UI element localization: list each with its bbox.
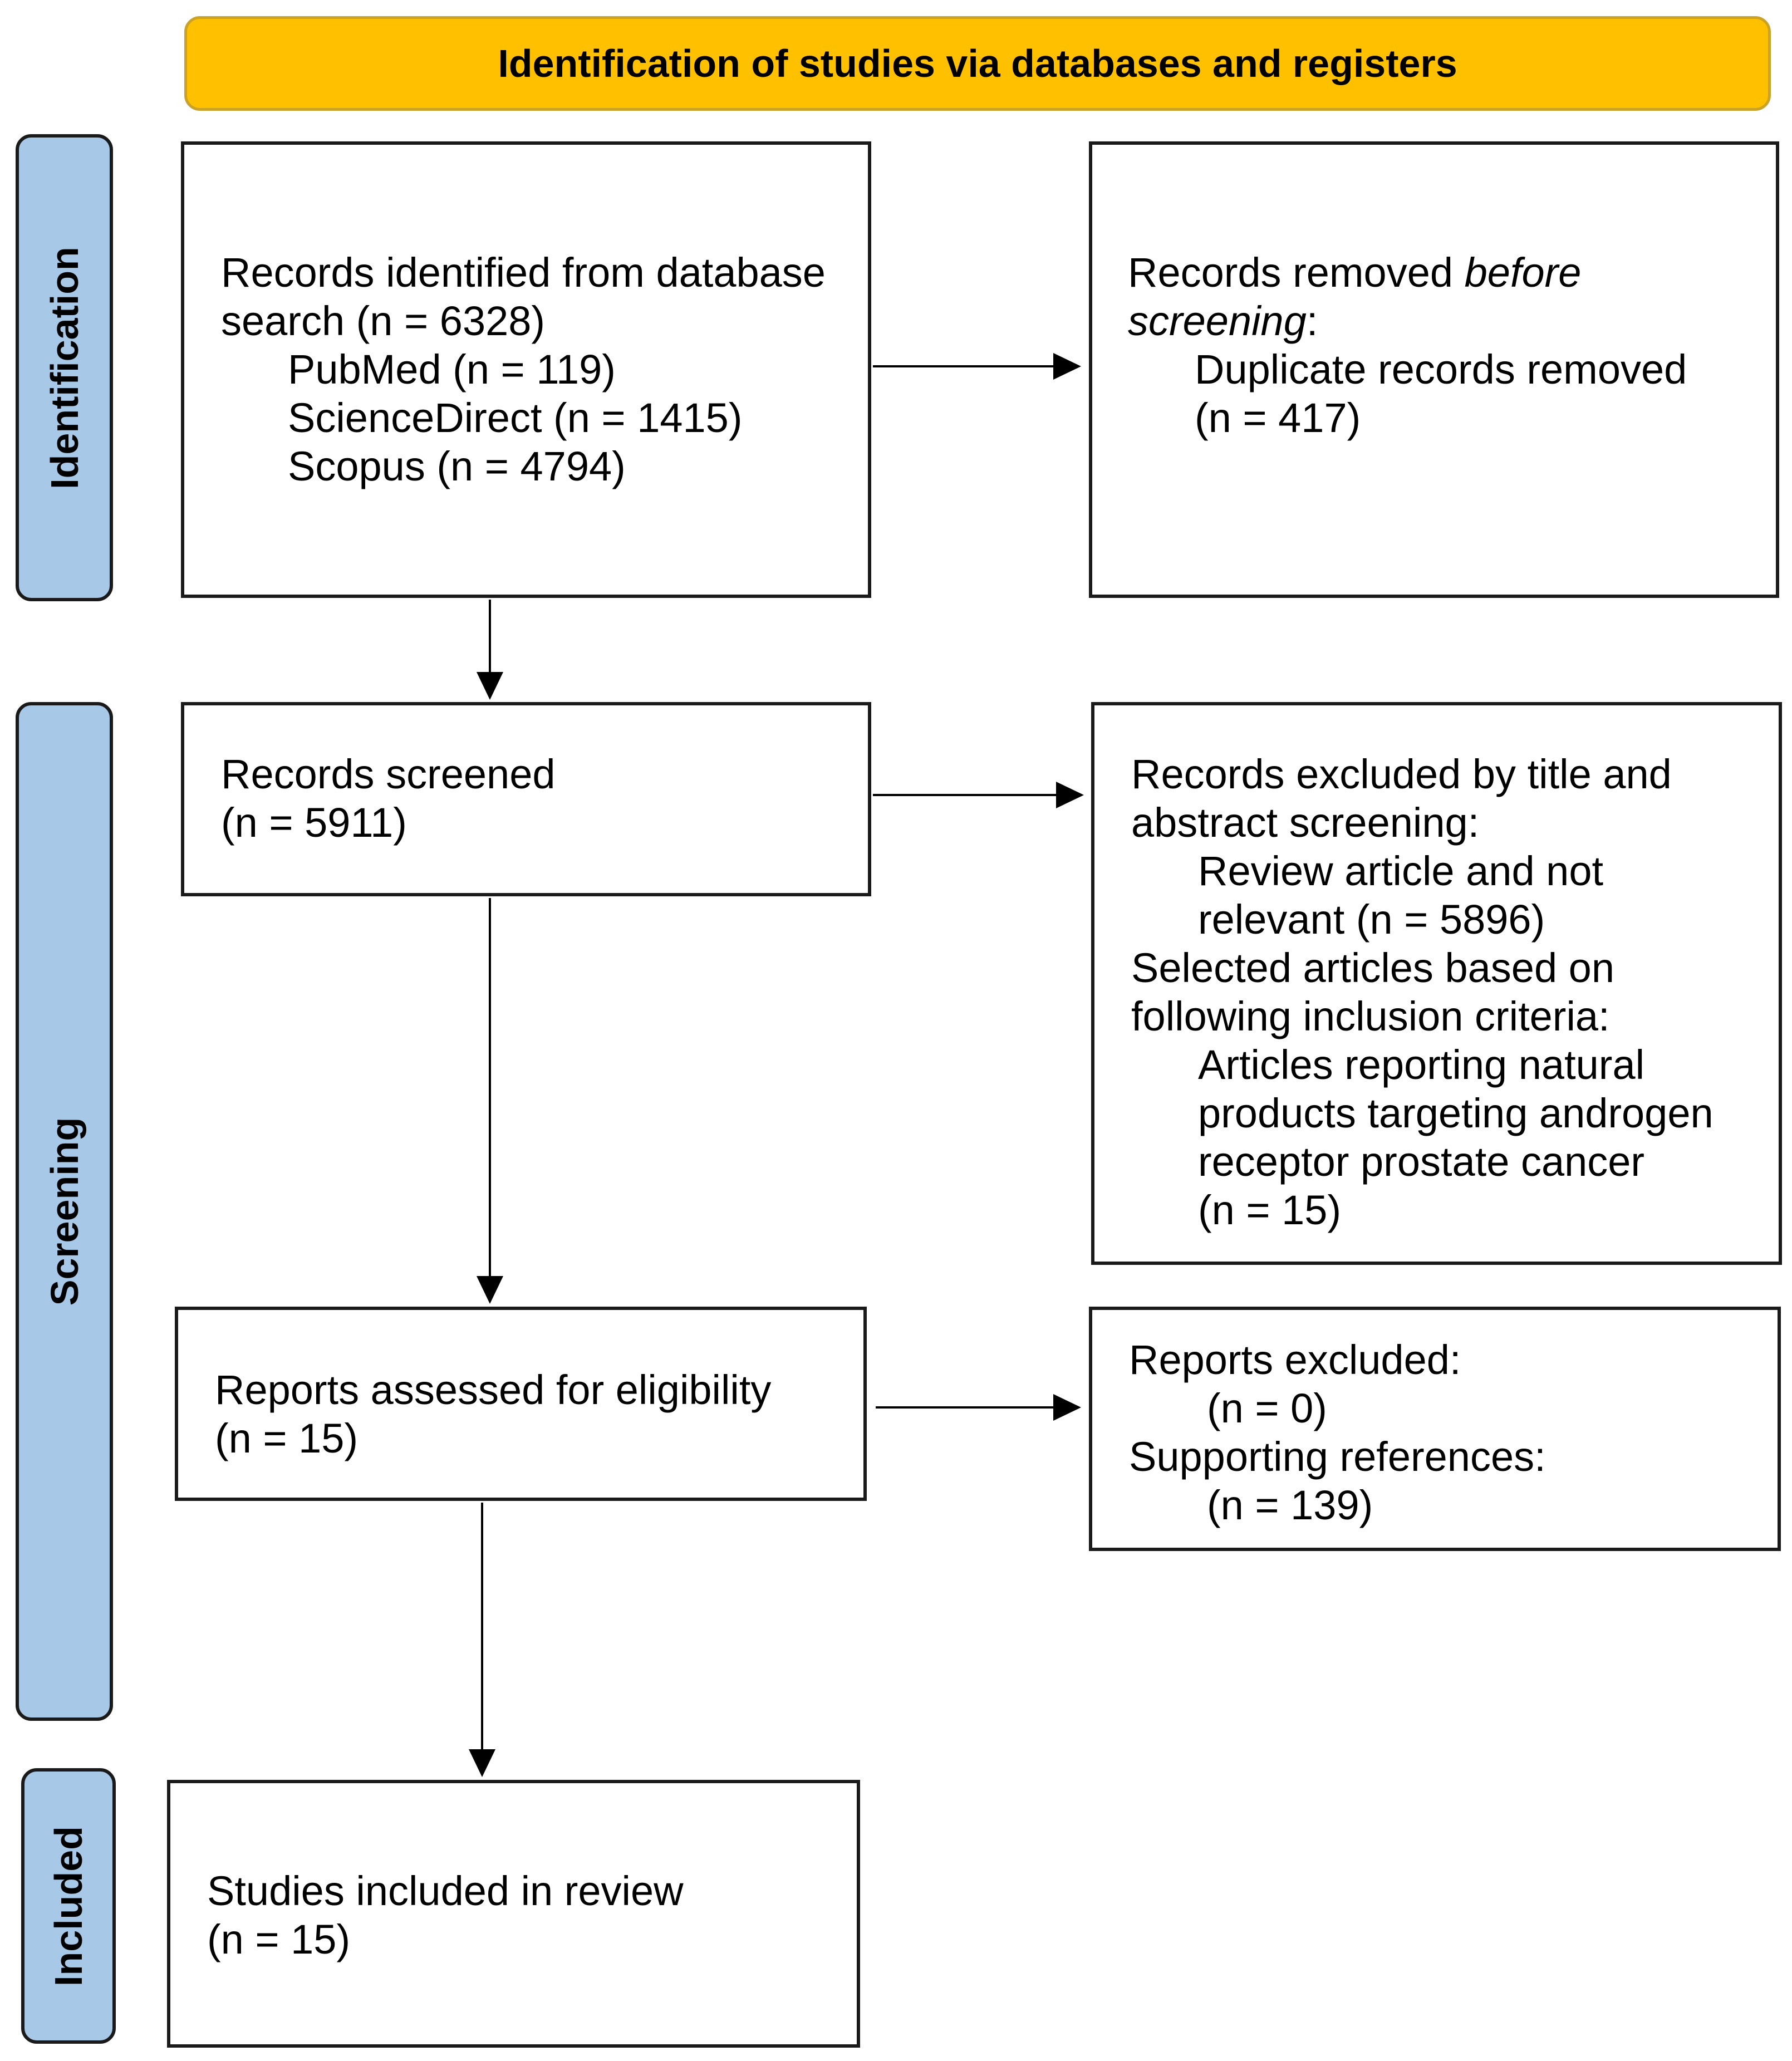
screening-word: screening	[1128, 298, 1307, 344]
studies-included-label: Studies included in review	[207, 1868, 684, 1914]
records-screened-label: Records screened	[221, 751, 556, 797]
records-identified-box: Records identified from database search …	[181, 141, 871, 598]
records-removed-box: Records removed before screening: Duplic…	[1089, 141, 1779, 598]
reports-excluded-label: Reports excluded:	[1129, 1337, 1461, 1383]
records-identified-line1: Records identified from database	[221, 249, 826, 296]
reports-assessed-box: Reports assessed for eligibility (n = 15…	[175, 1307, 867, 1501]
duplicates-removed-label: Duplicate records removed	[1195, 346, 1687, 392]
reports-assessed-count: (n = 15)	[215, 1415, 359, 1461]
reports-excluded-box: Reports excluded: (n = 0) Supporting ref…	[1089, 1307, 1781, 1551]
records-excluded-line9: receptor prostate cancer	[1198, 1139, 1645, 1185]
records-screened-count: (n = 5911)	[221, 799, 407, 846]
studies-included-count: (n = 15)	[207, 1916, 351, 1962]
reports-excluded-count: (n = 0)	[1207, 1385, 1327, 1431]
records-excluded-box: Records excluded by title and abstract s…	[1091, 702, 1782, 1265]
records-removed-heading: Records removed before	[1128, 249, 1582, 296]
records-identified-line2: search (n = 6328)	[221, 298, 546, 344]
scopus-count: Scopus (n = 4794)	[288, 443, 626, 489]
phase-screening: Screening	[16, 702, 113, 1721]
studies-included-box: Studies included in review (n = 15)	[167, 1780, 860, 2048]
phase-screening-label: Screening	[42, 1117, 86, 1306]
phase-identification: Identification	[16, 134, 113, 601]
arrowhead-screened-to-excluded	[1056, 782, 1084, 808]
arrowhead-assessed-to-excluded	[1053, 1394, 1081, 1421]
phase-identification-label: Identification	[42, 246, 86, 489]
banner-title: Identification of studies via databases …	[498, 42, 1457, 85]
records-excluded-line6: following inclusion criteria:	[1131, 993, 1610, 1039]
arrowhead-assessed-to-included	[469, 1749, 495, 1777]
header-banner: Identification of studies via databases …	[184, 16, 1771, 111]
before-word: before	[1464, 249, 1582, 296]
records-excluded-line4: relevant (n = 5896)	[1198, 896, 1545, 943]
records-excluded-line10: (n = 15)	[1198, 1187, 1342, 1233]
supporting-references-label: Supporting references:	[1129, 1434, 1546, 1480]
arrowhead-identified-to-removed	[1053, 353, 1081, 380]
records-excluded-line5: Selected articles based on	[1131, 945, 1614, 991]
duplicates-removed-count: (n = 417)	[1195, 395, 1361, 441]
reports-assessed-label: Reports assessed for eligibility	[215, 1367, 772, 1413]
records-screened-box: Records screened (n = 5911)	[181, 702, 871, 896]
arrowhead-screened-to-assessed	[477, 1276, 503, 1304]
sciencedirect-count: ScienceDirect (n = 1415)	[288, 395, 743, 441]
arrowhead-identified-to-screened	[477, 672, 503, 700]
records-excluded-line1: Records excluded by title and	[1131, 751, 1672, 797]
records-excluded-line7: Articles reporting natural	[1198, 1042, 1645, 1088]
pubmed-count: PubMed (n = 119)	[288, 346, 616, 392]
records-excluded-line8: products targeting androgen	[1198, 1090, 1714, 1136]
records-removed-heading-2: screening:	[1128, 298, 1318, 344]
records-excluded-line3: Review article and not	[1198, 848, 1604, 894]
supporting-references-count: (n = 139)	[1207, 1482, 1373, 1528]
phase-included-label: Included	[47, 1826, 90, 1986]
phase-included: Included	[21, 1768, 116, 2044]
records-excluded-line2: abstract screening:	[1131, 799, 1480, 846]
